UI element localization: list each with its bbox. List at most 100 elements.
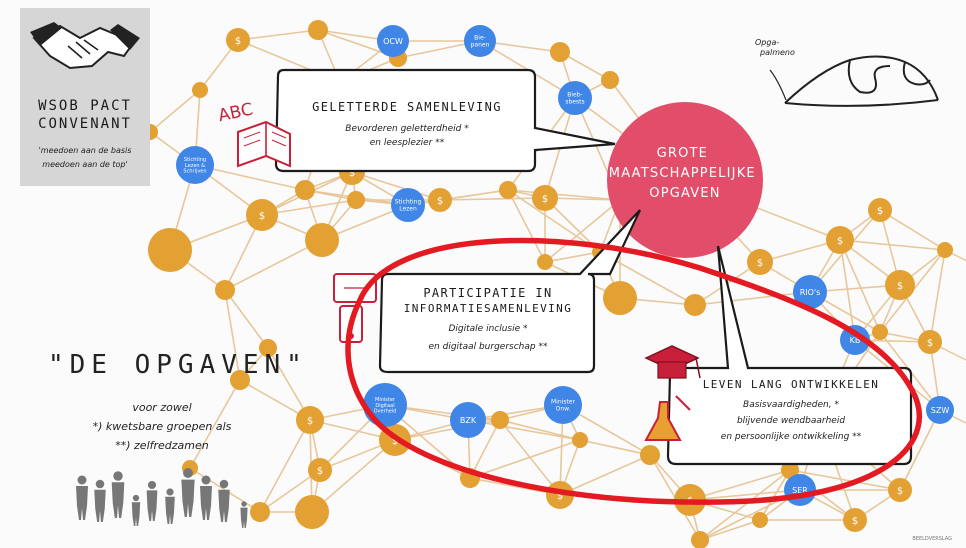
partner-node	[752, 512, 768, 528]
network-edge	[469, 419, 501, 479]
partner-node	[499, 181, 517, 199]
partner-node	[295, 495, 329, 529]
person-figure	[218, 489, 230, 522]
network-edge	[699, 519, 761, 541]
flask-icon	[644, 395, 691, 441]
coin-symbol: $	[837, 236, 843, 247]
coin-symbol: $	[757, 258, 763, 269]
organisation-node-label: panen	[471, 42, 490, 49]
partner-node	[192, 82, 208, 98]
organisation-node-label: SER	[792, 486, 808, 495]
person-figure	[113, 471, 123, 481]
organisation-node-label: sbests	[565, 99, 584, 106]
people-icon	[76, 468, 248, 528]
organisation-node-stichting1	[176, 146, 214, 184]
credit-mark: BEELDVERSLAG	[912, 536, 952, 542]
network-edge	[579, 439, 651, 456]
network-edge	[839, 239, 946, 251]
network-edge	[694, 291, 811, 306]
network-edge	[929, 249, 946, 343]
person-figure	[147, 480, 157, 490]
organisation-node-szw	[926, 396, 954, 424]
logo-card: WSOB PACT CONVENANT 'meedoen aan de basi…	[20, 8, 150, 186]
person-figure	[166, 488, 174, 496]
coin-symbol: $	[349, 168, 355, 179]
opgaven-line1: voor zowel	[132, 401, 192, 414]
organisation-node-stichting2	[391, 188, 425, 222]
person-figure	[200, 486, 212, 520]
organisation-node-kb	[840, 325, 870, 355]
person-figure	[132, 494, 140, 502]
partner-node	[640, 445, 660, 465]
mountain-label-2: palmeno	[759, 48, 795, 57]
partner-node	[537, 254, 553, 270]
network-edge	[224, 239, 323, 291]
geletterde-body-line1: Bevorderen geletterdheid *	[345, 124, 469, 134]
network-edge	[499, 419, 561, 496]
leven-body-line1: Basisvaardigheden, *	[743, 400, 839, 410]
coin-symbol: $	[317, 466, 323, 477]
person-figure	[95, 479, 105, 489]
coin-symbol: $	[557, 491, 563, 502]
organisation-node-label: KB	[850, 336, 861, 345]
participatie-title-line1: PARTICIPATIE IN	[423, 286, 553, 300]
organisation-node-label: SZW	[931, 406, 950, 415]
coin-symbol: $	[852, 516, 858, 527]
network-edge	[439, 197, 546, 201]
participatie-title-line2: INFORMATIESAMENLEVING	[403, 302, 573, 315]
organisation-node-label: Digitaal	[375, 403, 394, 409]
callout-geletterde-bubble	[274, 68, 616, 173]
organisation-node-label: Lezen	[399, 206, 417, 213]
organisation-node-bieb1	[464, 25, 496, 57]
partner-node	[888, 478, 912, 502]
network-edge	[699, 469, 791, 541]
network-edge	[224, 289, 269, 349]
organisation-node-label: Minister	[375, 397, 396, 403]
partner-node	[572, 432, 588, 448]
network-edge	[899, 409, 941, 491]
partner-node	[550, 42, 570, 62]
participatie-body-line1: Digitale inclusie *	[448, 324, 528, 334]
organisation-node-label: Schrijven	[183, 169, 206, 175]
organisation-node-label: Onw.	[556, 406, 571, 413]
graduation-cap-icon	[644, 345, 701, 379]
partner-node	[305, 223, 339, 257]
partner-node	[532, 185, 558, 211]
network-edge	[507, 189, 546, 263]
network-edge	[839, 239, 856, 341]
partner-node	[781, 461, 799, 479]
partner-node	[148, 228, 192, 272]
person-figure	[219, 479, 229, 489]
organisation-node-label: Bieb-	[567, 92, 582, 99]
organisation-node-label: Lezen &	[185, 163, 205, 169]
callout-participatie-bubble	[378, 209, 641, 374]
svg-text:GROTE MAATSCHAPPELIJKE: GROTE MAATSCHAPPELIJKE OPGAVEN	[609, 146, 761, 201]
partner-node	[347, 191, 365, 209]
highlight-ring	[345, 237, 923, 505]
center-label-3: OPGAVEN	[649, 186, 720, 201]
coin-symbol: $	[897, 486, 903, 497]
person-figure	[76, 486, 88, 520]
coin-symbol: $	[307, 416, 313, 427]
person-figure	[181, 479, 195, 517]
partner-node	[246, 199, 278, 231]
partner-node	[308, 458, 332, 482]
organisation-node-label: Stichting	[184, 157, 206, 163]
person-figure	[241, 501, 247, 507]
network-edge	[559, 454, 651, 496]
network-edge	[879, 209, 946, 251]
partner-node	[918, 330, 942, 354]
coin-symbol: $	[437, 196, 443, 207]
partner-node	[885, 270, 915, 300]
partner-node	[259, 339, 277, 357]
partner-node	[250, 502, 270, 522]
mountain-label-1: Opga-	[755, 38, 779, 47]
center-label-2: MAATSCHAPPELIJKE	[609, 166, 756, 181]
book-icon	[237, 120, 291, 168]
network-edge	[467, 419, 581, 441]
opgaven-line2: *) kwetsbare groepen als	[92, 420, 232, 433]
coin-symbol: $	[897, 281, 903, 292]
handshake-icon	[30, 22, 140, 70]
partner-node	[868, 198, 892, 222]
